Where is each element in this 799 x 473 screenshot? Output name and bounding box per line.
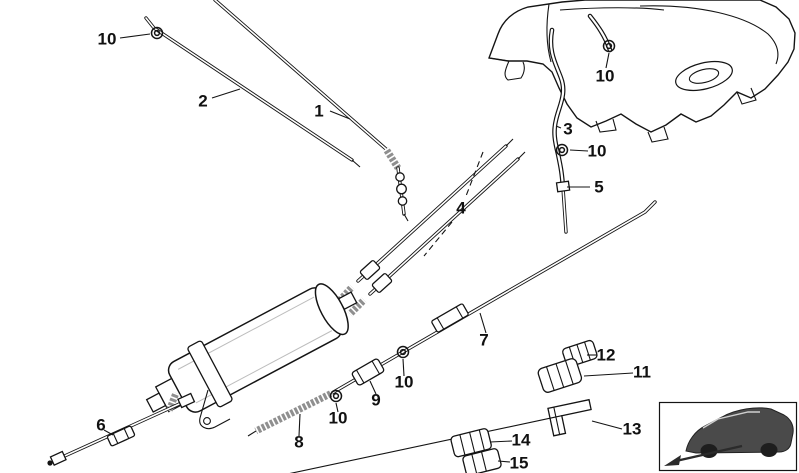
callout-7: 7 [479,330,489,350]
callout-10-pipe2-clamp: 10 [97,29,117,49]
fuel-pipe-5 [555,180,571,234]
callout-10-hose8-clamp: 10 [328,408,348,428]
car-silhouette [685,407,794,454]
callout-1: 1 [314,101,324,121]
callout-13: 13 [622,419,642,439]
callout-5: 5 [594,177,604,197]
callout-10-pipe7-clamp: 10 [394,372,414,392]
fuel-pipe-2 [144,16,361,168]
fuel-tank-foot [647,126,669,143]
pipe-7-coupling [431,303,469,333]
hose-clamp-10-pipe7 [396,345,410,359]
callout-9: 9 [371,390,381,410]
clip-15 [462,448,502,473]
cable-6 [47,392,196,466]
callout-11: 11 [633,362,651,382]
fuel-tank-filler-cap [675,60,733,92]
fuel-tank-foot [736,87,757,105]
fuel-filter [145,283,358,413]
hose-clamp-10-hose8 [329,389,343,403]
inset-arrow [675,444,743,463]
callout-4: 4 [456,198,466,218]
pipe-1-tip [403,213,409,222]
fuel-tank-foot [595,118,617,133]
fuel-pipe-1 [213,0,409,222]
hose-clamp-10-hose3 [555,143,569,157]
pipe-4-union-nut [371,273,393,293]
callout-6: 6 [96,415,106,435]
callout-10-tank-clamp: 10 [595,66,615,86]
fuel-hose-8 [247,389,334,437]
callout-2: 2 [198,91,208,111]
callout-12: 12 [596,345,616,365]
fuel-pipe-7 [330,200,657,395]
hose-clamp-10-tank [602,39,616,53]
callout-8: 8 [294,432,304,452]
callout-10-hose3-clamp: 10 [587,141,607,161]
callout-14: 14 [511,430,531,450]
callout-3: 3 [563,119,573,139]
callout-15: 15 [509,453,529,473]
car-location-inset [658,401,798,472]
rubber-spacer-9 [351,358,385,386]
pipe-4-union-nut [359,260,381,280]
cable-6-connector [106,425,136,447]
filter-outlet [337,291,358,311]
hose-clamp-10-pipe2 [150,26,164,40]
clip-14 [450,428,492,458]
clip-11 [537,358,583,393]
filter-inlet [145,392,167,413]
filter-strap [187,340,233,408]
fuel-pipe-4-assembly [337,138,526,317]
callout-leader-lines [103,33,634,463]
fuel-tank [488,0,796,143]
